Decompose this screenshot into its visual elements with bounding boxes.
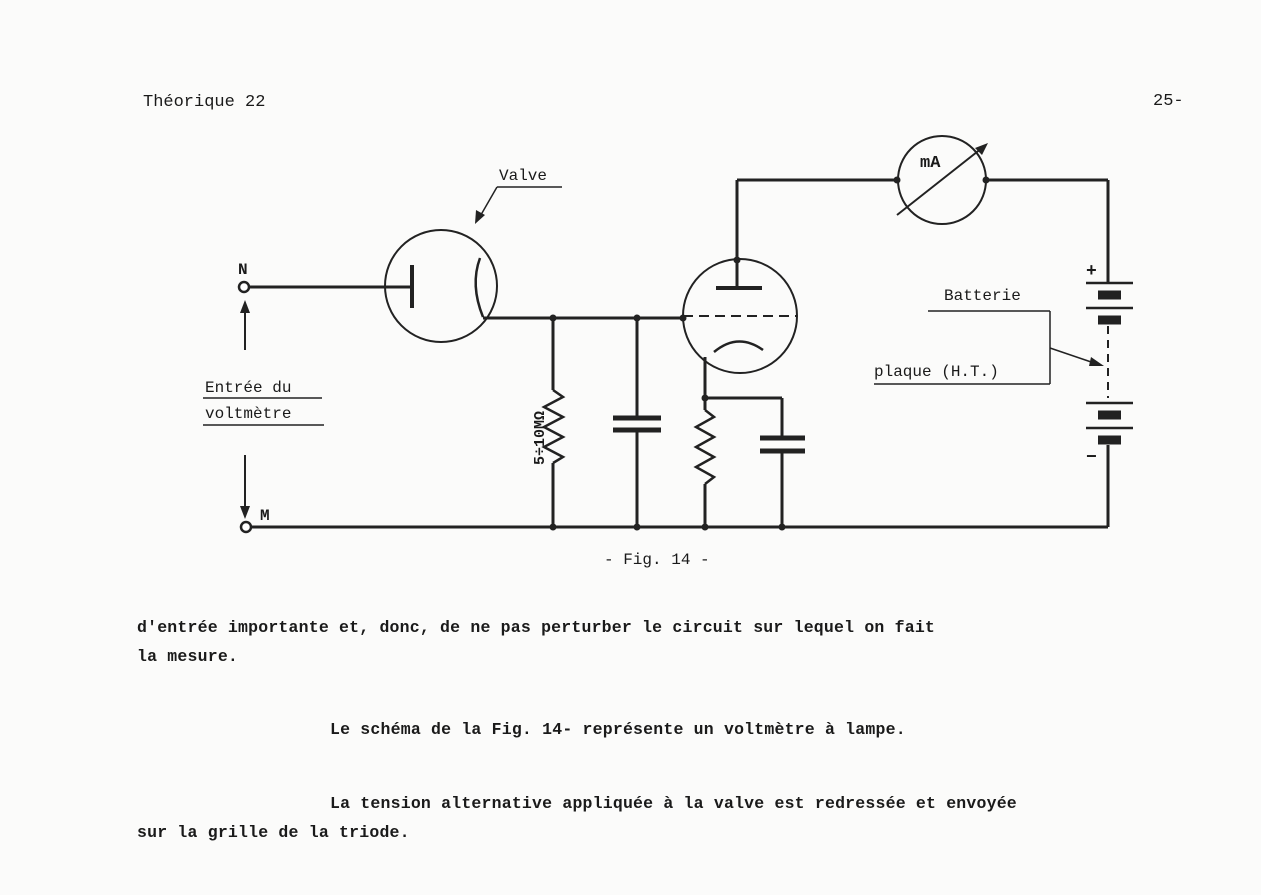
terminal-m (239, 520, 253, 534)
input-label-line2: voltmètre (205, 405, 291, 423)
resistor-cathode (693, 409, 717, 485)
paragraph-line: d'entrée importante et, donc, de ne pas … (137, 618, 936, 637)
valve-label: Valve (499, 167, 547, 185)
battery-ht (1086, 281, 1133, 445)
figure-caption: - Fig. 14 - (604, 551, 710, 569)
paragraph-line: La tension alternative appliquée à la va… (330, 794, 1017, 813)
battery-label-line1: Batterie (944, 287, 1021, 305)
terminal-m-label: M (260, 507, 270, 525)
paragraph-line: la mesure. (137, 647, 239, 666)
resistor-label: 5÷10MΩ (532, 411, 549, 465)
page-number: 25- (1153, 92, 1184, 111)
meter-label: mA (920, 154, 941, 173)
valve-cathode (474, 257, 485, 318)
triode-cathode (713, 340, 764, 353)
battery-label-line2: plaque (H.T.) (874, 363, 999, 381)
paragraph-line: sur la grille de la triode. (137, 823, 410, 842)
plus-sign: + (1086, 262, 1097, 282)
resistor-input (541, 388, 566, 465)
running-header: Théorique 22 (143, 93, 266, 112)
minus-sign: − (1086, 448, 1097, 468)
input-label-line1: Entrée du (205, 379, 291, 397)
paragraph-line: Le schéma de la Fig. 14- représente un v… (330, 720, 906, 739)
valve-diode (384, 229, 498, 343)
terminal-n (237, 280, 251, 294)
terminal-n-label: N (238, 261, 248, 279)
